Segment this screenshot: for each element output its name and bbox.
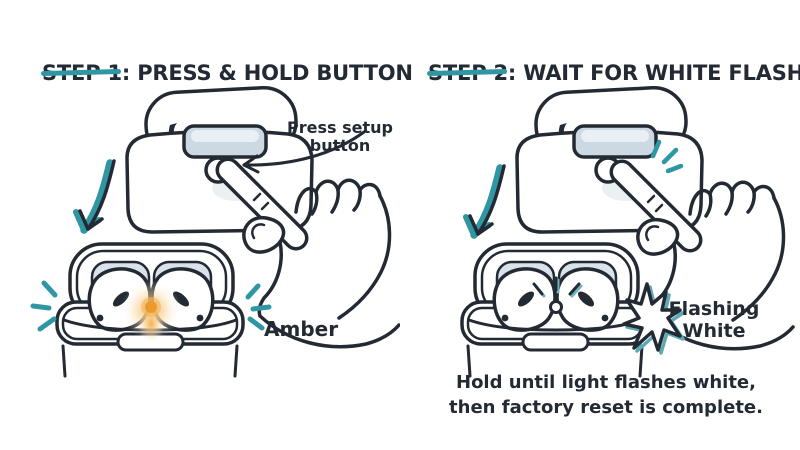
step1-title: STEP 1: PRESS & HOLD BUTTON [42,61,413,85]
emphasis-dashes-left [30,280,58,332]
step2-title: STEP 2: WAIT FOR WHITE FLASH [428,61,800,85]
amber-label: Amber [264,317,339,341]
result-caption-line2: then factory reset is complete. [449,397,763,418]
button-press-dashes [650,139,684,174]
white-light-dot [549,300,563,314]
down-arrow-icon [76,161,114,230]
result-caption-line1: Hold until light flashes white, [456,372,756,393]
step1-illustration [30,84,400,378]
press-setup-button-note: Press setup button [287,118,393,156]
annotation-arrow [242,130,366,167]
flashing-white-label: Flashing White [668,298,760,342]
amber-light-dot [145,301,157,313]
down-arrow-icon [466,166,504,235]
result-caption: Hold until light flashes white, then fac… [438,370,774,420]
step2-panel: STEP 2: WAIT FOR WHITE FLASH [400,0,800,450]
step1-title-rest: : PRESS & HOLD BUTTON [121,61,413,86]
flash-rays [532,276,581,296]
step2-title-rest: : WAIT FOR WHITE FLASH [507,61,800,86]
annotation-arrow-head [242,154,260,174]
step1-panel: STEP 1: PRESS & HOLD BUTTON [30,61,413,378]
starburst-flash-icon [622,282,682,352]
step2-illustration [460,84,800,378]
emphasis-dashes-right [245,283,272,331]
